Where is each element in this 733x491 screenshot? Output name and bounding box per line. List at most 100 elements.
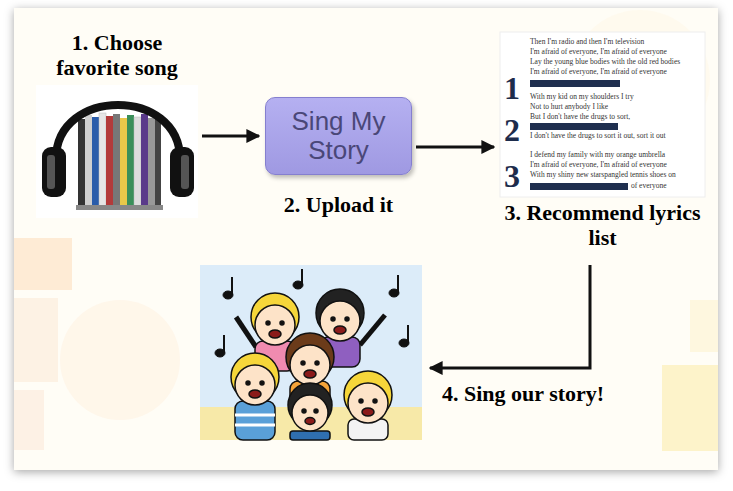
kid-figure-part (269, 330, 281, 338)
kid-figure-part (314, 409, 318, 413)
cd-stack-part (99, 113, 106, 207)
kid-figure (231, 353, 279, 440)
cd-stack-part (76, 205, 163, 210)
lyric-line: Lay the young blue bodies with the old r… (530, 57, 680, 67)
step-caption: 1. Choose favorite song (36, 30, 198, 81)
blank-bar (530, 123, 618, 130)
cd-stack-part (148, 118, 155, 207)
cd-stack-part (92, 117, 99, 207)
step-caption: 3. Recommend lyrics list (500, 200, 705, 251)
pale-squares-part (14, 238, 72, 290)
lyric-line: I don't have the drugs to sort it out, s… (530, 131, 666, 141)
callout-number: 1 (504, 72, 520, 104)
kid-figure-part (246, 381, 250, 385)
lyric-line: I'm afraid of everyone, I'm afraid of ev… (530, 47, 667, 57)
lyric-line: I'm afraid of everyone, I'm afraid of ev… (530, 160, 667, 170)
headphones-part (56, 105, 180, 159)
cd-stack-part (106, 116, 113, 207)
music-notes-part (231, 277, 233, 295)
headphones-part (47, 155, 55, 189)
headphones-part (181, 155, 189, 189)
singing-kids-picture (200, 265, 422, 440)
kid-figure-part (249, 390, 261, 398)
flow-arrow (202, 135, 259, 138)
kid-figure-part (260, 381, 264, 385)
step-caption: 4. Sing our story! (442, 381, 604, 406)
kid-figure-part (304, 370, 316, 378)
kid-figure (288, 383, 332, 440)
lyric-line: With my shiny new starspangled tennis sh… (530, 170, 676, 180)
headphones-cds-picture-part (36, 85, 198, 218)
lyric-line: But I don't have the drugs to sort, (530, 112, 630, 122)
kid-figure-part (235, 401, 275, 440)
kid-figure-part (331, 317, 335, 321)
lyrics-sheet (500, 32, 705, 197)
kid-figure-part (235, 365, 275, 405)
process-box: Sing My Story2. Upload it (265, 97, 412, 175)
headphones (42, 105, 194, 197)
cd-stack-part (78, 119, 85, 207)
music-notes-part (407, 325, 409, 343)
lyric-line: I defend my family with my orange umbrel… (530, 150, 665, 160)
callout-number: 3 (504, 160, 520, 192)
kid-figure-part (320, 301, 360, 341)
cd-stack-part (134, 117, 141, 207)
blank-bar (530, 183, 628, 190)
box-label: Sing My Story (275, 107, 402, 165)
lyric-line: Then I'm radio and then I'm television (530, 37, 644, 47)
kid-figure-part (362, 408, 374, 416)
lyric-line: of everyone (631, 181, 667, 191)
cd-stack (76, 113, 163, 210)
pale-squares-part (662, 365, 718, 451)
kid-figure-part (305, 418, 315, 425)
cd-stack-part (113, 114, 120, 207)
kid-figure-part (266, 321, 270, 325)
lyric-line: I'm afraid of everyone, I'm afraid of ev… (530, 67, 667, 77)
cd-stack-part (141, 114, 148, 207)
kid-figure (344, 371, 392, 440)
kid-figure-part (301, 361, 305, 365)
cd-stack-part (127, 115, 134, 207)
music-notes-part (223, 335, 225, 353)
cd-stack-part (155, 116, 161, 207)
headphones-part (170, 147, 194, 197)
kid-figure-part (290, 345, 330, 385)
song-step: 1. Choose favorite song (36, 30, 198, 218)
lyric-line: With my kid on my shoulders I try (530, 92, 634, 102)
cd-stack-part (120, 118, 127, 207)
lyrics-list: Then I'm radio and then I'm televisionI'… (500, 32, 705, 262)
kid-figure-part (334, 326, 346, 334)
kid-figure-part (345, 317, 349, 321)
kid-figure-part (255, 305, 295, 345)
kid-figure-part (359, 399, 363, 403)
kid-figure-part (348, 383, 388, 423)
blank-bar (530, 80, 620, 87)
kid-figure-part (373, 399, 377, 403)
kid-figure-part (302, 409, 306, 413)
kid-figure-part (315, 361, 319, 365)
flow-arrow (416, 146, 494, 149)
kid-figure-part (235, 414, 275, 417)
kid-figure-part (292, 395, 328, 431)
headphones-part (42, 147, 66, 197)
music-notes-part (301, 269, 303, 285)
pale-squares-part (14, 298, 58, 382)
kid-figure-part (290, 431, 330, 440)
pale-squares-part (14, 390, 44, 450)
kid-figure-part (280, 321, 284, 325)
pale-squares-part (690, 300, 718, 352)
flow-arrow (430, 265, 590, 368)
singing-kids-picture-part (200, 265, 422, 440)
cd-stack-part (85, 115, 92, 207)
lyric-line: Not to hurt anybody I like (530, 102, 608, 112)
lyrics-sheet-part (500, 32, 705, 197)
headphones-cds-picture (36, 85, 198, 218)
step-caption: 2. Upload it (284, 192, 393, 217)
kid-figure-part (235, 424, 275, 427)
callout-number: 2 (504, 114, 520, 146)
pale-squares (14, 10, 718, 451)
music-notes-part (397, 275, 399, 293)
singing-kids: 4. Sing our story! (200, 265, 422, 440)
